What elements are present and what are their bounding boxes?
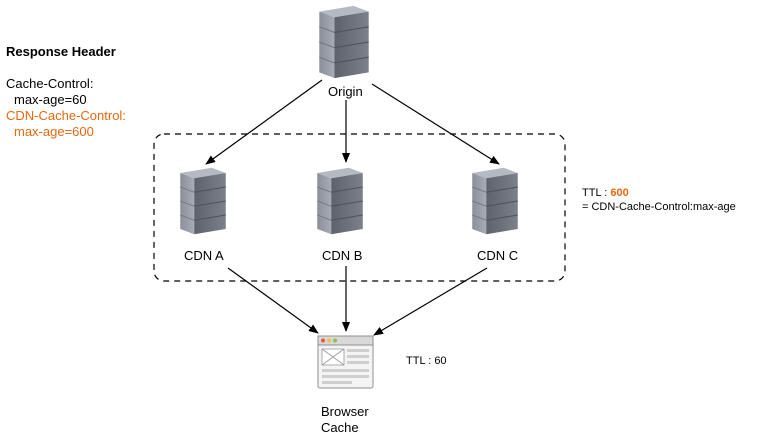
- cdn-ttl-line: TTL : 600: [582, 186, 736, 200]
- cdn-ttl-note: TTL : 600 = CDN-Cache-Control:max-age: [582, 186, 736, 214]
- cache-control-value: max-age=60: [14, 92, 87, 107]
- browser-cache-label: Browser Cache: [321, 404, 369, 436]
- browser-ttl-note: TTL : 60: [406, 355, 447, 367]
- cdn-cache-control-value: max-age=600: [14, 124, 94, 139]
- browser-label-line1: Browser: [321, 404, 369, 419]
- cdn-ttl-explanation: = CDN-Cache-Control:max-age: [582, 201, 736, 213]
- cdn-ttl-value: 600: [610, 187, 629, 199]
- browser-window-icon: [317, 335, 374, 389]
- cdn-a-server-icon: [179, 167, 227, 235]
- cdn-b-server-icon: [316, 167, 364, 235]
- arrow-origin-to-cdn-c: [371, 83, 500, 165]
- origin-server-icon: [318, 5, 370, 79]
- cdn-c-label: CDN C: [477, 248, 519, 263]
- response-header-title: Response Header: [6, 44, 116, 59]
- browser-label-line2: Cache: [321, 420, 359, 435]
- cdn-c-server-icon: [471, 167, 519, 235]
- cdn-ttl-prefix: TTL :: [582, 187, 611, 199]
- arrow-cdn-a-to-browser: [227, 267, 319, 334]
- cache-control-label: Cache-Control:: [6, 76, 94, 91]
- cdn-b-label: CDN B: [322, 248, 363, 263]
- cdn-a-label: CDN A: [184, 248, 224, 263]
- arrow-origin-to-cdn-a: [205, 79, 323, 165]
- arrow-cdn-c-to-browser: [373, 267, 488, 336]
- cdn-cache-control-label: CDN-Cache-Control:: [6, 108, 126, 123]
- origin-label: Origin: [328, 84, 363, 99]
